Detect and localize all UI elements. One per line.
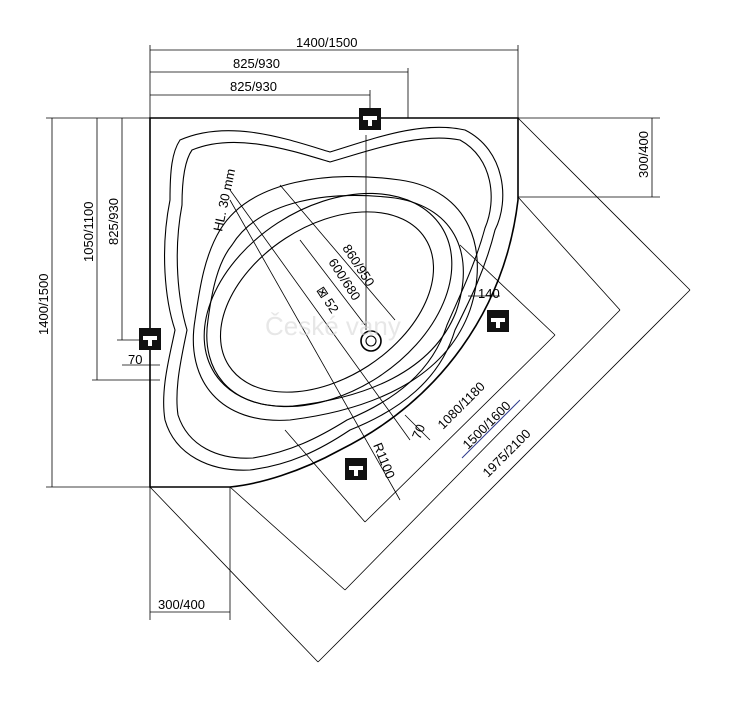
dimension-right (518, 117, 660, 198)
drain-icon (360, 330, 382, 352)
dimension-top (149, 45, 519, 118)
dim-left-inner: 825/930 (106, 198, 121, 245)
dim-spacing-70: 70 (409, 422, 428, 441)
dim-bottom-side: 300/400 (158, 597, 205, 612)
rim-contour-inner (176, 137, 492, 459)
basin-oval-inner (219, 211, 435, 393)
dim-top-overall: 1400/1500 (296, 35, 357, 50)
rim-contour-outer (163, 126, 504, 471)
dimension-left (46, 117, 160, 488)
dim-left-overall: 1400/1500 (36, 274, 51, 335)
basin-oval-outer (203, 192, 453, 408)
watermark: České vany (265, 311, 401, 341)
basin-ring-1 (192, 176, 478, 421)
depth-label: HL. 30 mm (210, 167, 238, 232)
dim-left-mid: 1050/1100 (81, 202, 96, 263)
dimension-diagonals (149, 117, 691, 663)
dim-top-inner: 825/930 (230, 79, 277, 94)
dim-right-side: 300/400 (636, 131, 651, 178)
dimension-bottom (149, 487, 231, 620)
basin-ring-2 (206, 194, 464, 407)
tub-outline (149, 117, 519, 488)
faucet-icon-left (139, 328, 161, 350)
dim-spacing-140: 140 (478, 286, 500, 301)
faucet-icon-top (359, 108, 381, 130)
dim-left-offset: 70 (128, 352, 142, 367)
dim-radius: R1100 (370, 441, 398, 481)
faucet-icon-right (487, 310, 509, 332)
dim-top-mid: 825/930 (233, 56, 280, 71)
faucet-icon-bottom (345, 458, 367, 480)
diag-2-underline (461, 399, 521, 459)
